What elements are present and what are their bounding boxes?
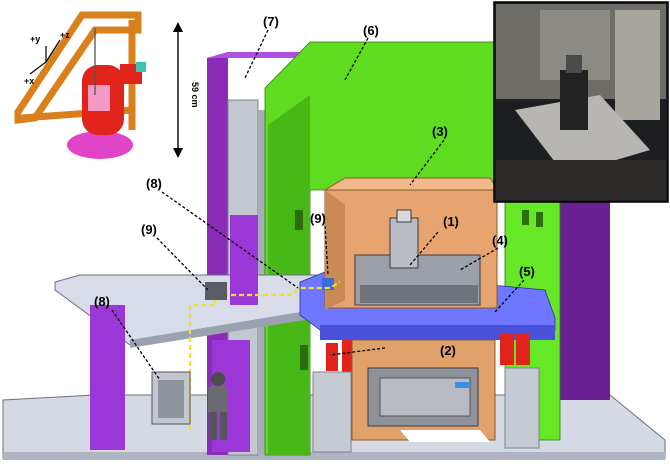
label-5: (5)	[519, 264, 535, 279]
label-8b: (8)	[94, 294, 110, 309]
green-window-2	[522, 210, 529, 225]
photo-inset	[493, 1, 669, 203]
axis-y-label: +y	[30, 34, 40, 44]
label-9b: (9)	[310, 211, 326, 226]
leader-7	[244, 29, 269, 79]
green-window-1	[295, 210, 303, 230]
upper-chamber-top	[323, 177, 499, 191]
photo-instrument-top	[566, 55, 582, 73]
person-leg-left	[210, 412, 217, 440]
label-1: (1)	[443, 214, 459, 229]
person-leg-right	[220, 412, 227, 440]
pump-platform	[205, 282, 227, 300]
leader-2	[329, 347, 386, 356]
photo-table	[515, 95, 650, 175]
label-7: (7)	[263, 14, 279, 29]
leader-3	[409, 139, 445, 186]
frame-model-inset	[14, 11, 146, 159]
axis-z-label: +z	[60, 30, 70, 40]
axis-x	[29, 61, 47, 75]
upper-instrument-tower	[389, 217, 419, 269]
label-8a: (8)	[146, 176, 162, 191]
label-4: (4)	[492, 233, 508, 248]
leader-8a	[161, 191, 299, 289]
label-3: (3)	[432, 124, 448, 139]
upper-chamber-left-face	[325, 190, 345, 310]
photo-floor	[496, 160, 666, 200]
pillar-2	[504, 367, 540, 449]
pillar-1	[312, 371, 352, 453]
red-leg-2	[500, 333, 514, 365]
label-2: (2)	[440, 343, 456, 358]
frame-orange	[14, 11, 142, 124]
leader-8b	[111, 309, 161, 381]
floor-edge	[3, 452, 665, 460]
dimension-arrowhead-bottom	[173, 148, 183, 158]
leader-1	[409, 231, 439, 266]
axis-x-label: +x	[24, 76, 34, 86]
rack-lower-inner	[158, 380, 184, 418]
person-torso	[208, 386, 228, 414]
photo-instrument	[560, 70, 588, 130]
frame-pink-block	[88, 85, 110, 111]
axis-z	[45, 39, 61, 63]
lower-floor-white	[400, 430, 490, 442]
cable-path	[188, 281, 341, 430]
green-window-3	[536, 212, 543, 227]
person-head	[211, 372, 225, 386]
mezzanine-leg-left	[90, 305, 125, 450]
photo-door	[615, 10, 660, 120]
frame-base	[67, 131, 133, 159]
leader-4	[459, 247, 499, 271]
leader-6	[344, 37, 369, 81]
lower-blue-port	[455, 382, 469, 388]
frame-teal-knob	[136, 62, 146, 72]
axes-triad: +y +z +x	[24, 30, 70, 86]
label-6: (6)	[363, 23, 379, 38]
purple-panel-upper	[230, 215, 258, 305]
leader-9a	[156, 237, 209, 291]
label-9a: (9)	[141, 222, 157, 237]
upper-instrument-head	[396, 209, 412, 223]
dimension-arrowhead-top	[173, 22, 183, 32]
red-leg-4	[326, 343, 338, 371]
leader-9b	[324, 225, 329, 276]
red-leg-3	[516, 333, 530, 365]
blue-slab-front	[320, 325, 555, 340]
dimension-arrow: 59 cm	[173, 22, 200, 158]
upper-instrument-base	[360, 285, 478, 303]
mezzanine-edge	[130, 303, 355, 348]
green-window-4	[300, 345, 308, 370]
leader-5	[494, 279, 525, 313]
dimension-label: 59 cm	[190, 82, 200, 108]
